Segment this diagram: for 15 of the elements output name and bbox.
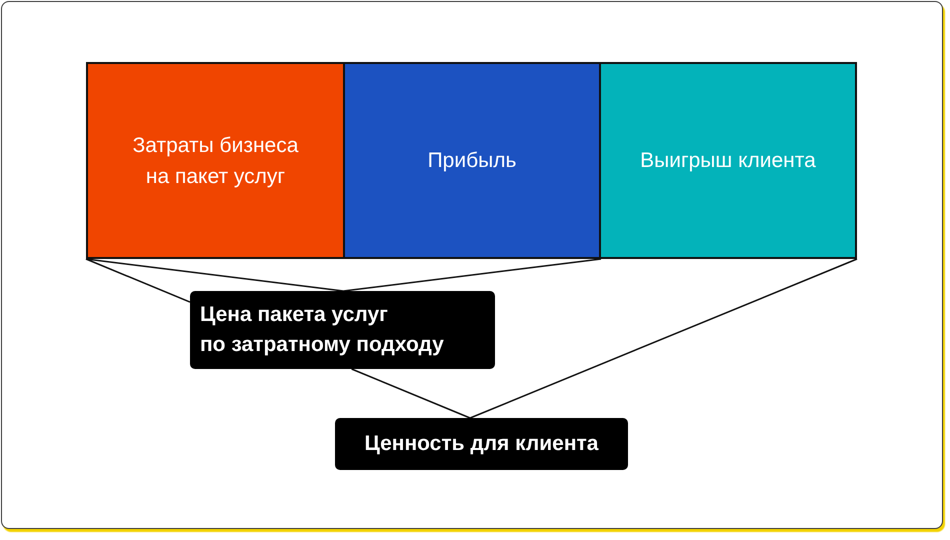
callout-box [190,291,495,369]
cost-segment [86,62,345,259]
profit-segment [343,62,601,259]
connector-line [86,258,190,303]
connector-line [343,258,602,292]
client-gain-segment [599,62,857,259]
callout-text: Ценность для клиента [364,431,598,457]
segment-label: Затраты бизнеса на пакет услуг [132,132,300,190]
callout-box [335,418,628,470]
callout-text: Цена пакета услуг по затратному подходу [200,302,444,358]
connector-line [351,368,470,419]
connector-line [86,258,344,292]
segment-label: Прибыль [428,148,516,174]
segment-label: Выигрыш клиента [640,148,816,174]
connector-line [470,258,858,419]
